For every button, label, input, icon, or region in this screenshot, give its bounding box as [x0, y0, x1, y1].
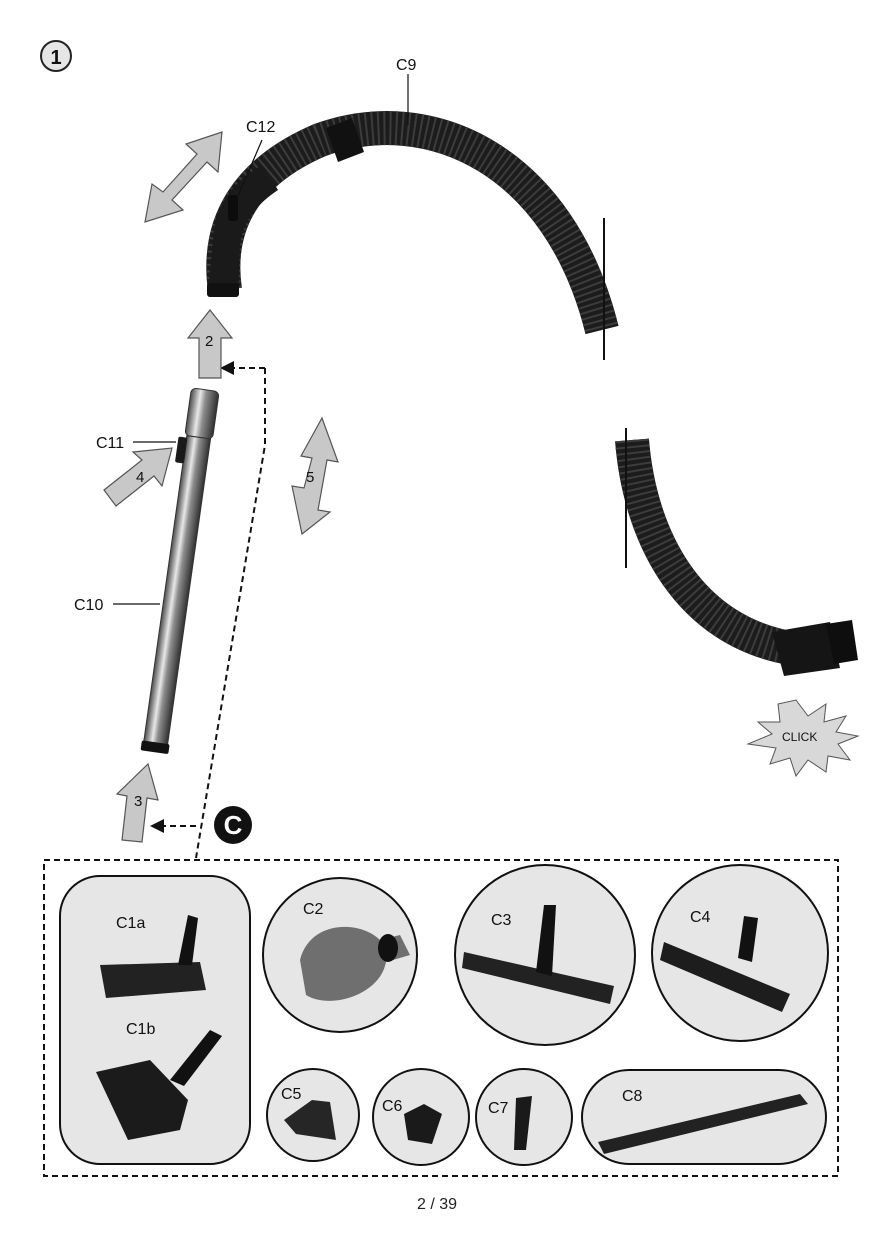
- leader-c12: [237, 139, 263, 197]
- hose-upper: [206, 111, 619, 335]
- label-c7: C7: [488, 1100, 509, 1117]
- arrow-3: 3: [115, 762, 159, 843]
- arrow-2: 2: [186, 309, 234, 379]
- label-c12: C12: [246, 119, 275, 136]
- label-c8: C8: [622, 1088, 643, 1105]
- double-arrow-c12: [144, 131, 223, 223]
- arrow-5-number: 5: [306, 469, 314, 486]
- click-text: CLICK: [782, 730, 817, 744]
- guide-arrowhead-bottom: [150, 819, 164, 833]
- telescopic-tube: [140, 387, 220, 754]
- label-c1b: C1b: [126, 1021, 155, 1038]
- arrow-2-number: 2: [205, 333, 213, 350]
- arrow-3-number: 3: [134, 793, 142, 810]
- label-c5: C5: [281, 1086, 302, 1103]
- accessory-c7: [475, 1068, 573, 1166]
- accessory-c2: [262, 877, 418, 1033]
- arrow-4: 4: [103, 447, 173, 507]
- label-c4: C4: [690, 909, 711, 926]
- guide-arrowhead-top: [220, 361, 234, 375]
- click-burst: CLICK: [746, 699, 860, 778]
- accessory-c4: [651, 864, 829, 1042]
- label-c3: C3: [491, 912, 512, 929]
- accessory-c1-panel: [59, 875, 251, 1165]
- arrow-4-number: 4: [136, 469, 144, 486]
- label-c1a: C1a: [116, 915, 145, 932]
- guide-dashed-line: [195, 368, 266, 859]
- label-c2: C2: [303, 901, 324, 918]
- accessories-box: [43, 859, 839, 1177]
- label-c11: C11: [96, 435, 124, 452]
- label-c6: C6: [382, 1098, 403, 1115]
- accessory-c3: [454, 864, 636, 1046]
- label-c10: C10: [74, 597, 103, 614]
- hose-lower: [615, 438, 858, 676]
- label-c9: C9: [396, 57, 417, 74]
- page-indicator: 2 / 39: [416, 1196, 458, 1213]
- arrow-5: 5: [291, 416, 339, 536]
- section-badge: C: [214, 806, 252, 844]
- accessory-c6: [372, 1068, 470, 1166]
- accessory-c8: [581, 1069, 827, 1165]
- accessory-c5: [266, 1068, 360, 1162]
- step-number-badge: 1: [40, 40, 72, 72]
